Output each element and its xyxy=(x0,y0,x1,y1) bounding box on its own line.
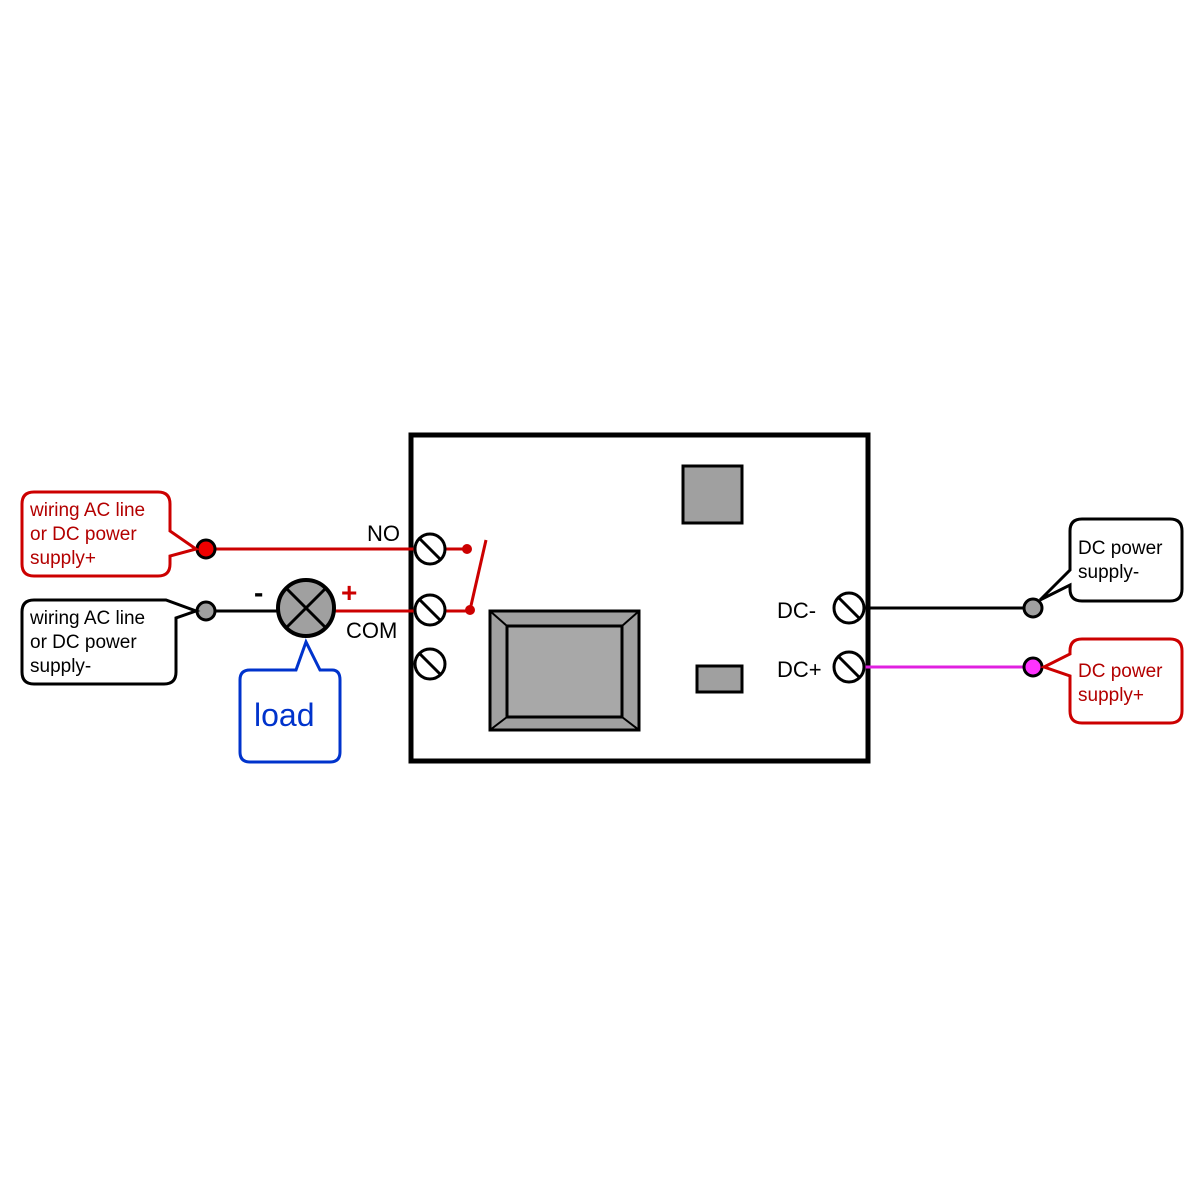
terminal-com-screw xyxy=(413,593,447,627)
chip-component xyxy=(681,464,744,525)
terminal-dc-plus-label: DC+ xyxy=(777,657,822,682)
terminal-dc-minus-label: DC- xyxy=(777,598,816,623)
callout-dc-minus-text: DC power supply- xyxy=(1078,538,1168,583)
terminal-nc-screw xyxy=(413,647,447,681)
callout-dc-minus xyxy=(1038,517,1184,603)
ac-plus-junction xyxy=(195,538,217,560)
load-label: load xyxy=(254,697,315,733)
terminal-com-label: COM xyxy=(346,618,397,643)
load-minus-sign: - xyxy=(254,577,263,608)
callout-ac-plus-text: wiring AC line or DC power supply+ xyxy=(29,500,150,569)
load-callout xyxy=(238,638,342,764)
callout-ac-minus-text: wiring AC line or DC power supply- xyxy=(29,608,150,677)
relay-switch xyxy=(445,539,488,615)
dc-minus-junction xyxy=(1022,597,1044,619)
callout-ac-plus xyxy=(20,490,200,578)
small-component xyxy=(695,664,744,694)
terminal-no-label: NO xyxy=(367,521,400,546)
terminal-dc-plus-screw xyxy=(832,650,866,684)
callout-dc-plus-text: DC power supply+ xyxy=(1078,661,1168,706)
load-plus-sign: + xyxy=(341,577,357,608)
terminal-dc-minus-screw xyxy=(832,591,866,625)
terminal-no-screw xyxy=(413,532,447,566)
callout-ac-minus xyxy=(20,598,201,686)
relay-body xyxy=(488,609,641,732)
callout-dc-plus xyxy=(1040,637,1184,725)
dc-plus-junction xyxy=(1022,656,1044,678)
load-lamp-icon xyxy=(276,578,336,638)
